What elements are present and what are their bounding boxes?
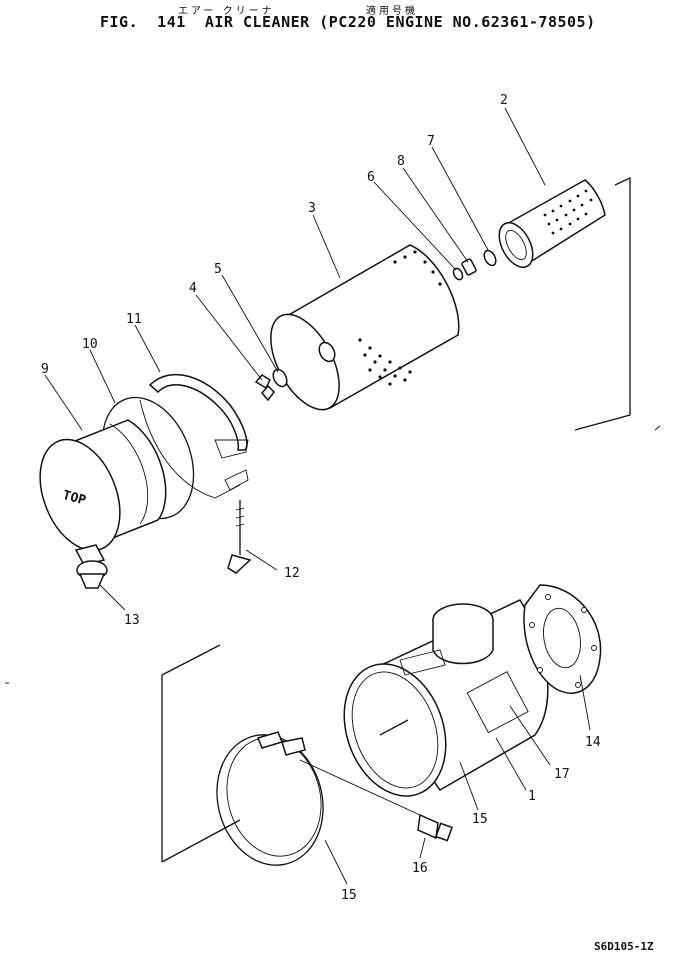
dust-cover [39,419,167,566]
primary-element [270,244,460,411]
bracket-line-lower-top [161,644,221,676]
callout-8: 8 [397,154,405,169]
callout-10: 10 [82,337,98,352]
callout-7: 7 [427,134,435,149]
rod-assembly [227,500,252,574]
figure-title: FIG. 141 AIR CLEANER (PC220 ENGINE NO.62… [100,13,596,31]
axis-line-bolt [299,759,421,816]
callout-2: 2 [500,93,508,108]
mounting-gasket [523,584,602,694]
edge-mark-right [654,425,661,431]
callout-4: 4 [189,281,197,296]
japanese-applicable-label: 適用号機 [366,6,418,17]
safety-element [498,179,606,268]
callout-12: 12 [284,566,300,581]
callout-15-body: 15 [472,812,488,827]
evacuator-valve [76,560,108,589]
air-cleaner-body [343,599,549,797]
callout-14: 14 [585,735,601,750]
callout-15-band: 15 [341,888,357,903]
bracket-line-upper [574,176,631,431]
callout-11: 11 [126,312,142,327]
callout-6: 6 [367,170,375,185]
drawing-code: S6D105-1Z [594,940,654,953]
lower-clamp-band [216,731,324,866]
callout-3: 3 [308,201,316,216]
callout-17: 17 [554,767,570,782]
callout-16: 16 [412,861,428,876]
washer-nut-group [452,249,497,281]
bracket-line-lower-bottom [161,819,241,863]
bolt [417,813,453,842]
callout-1: 1 [528,789,536,804]
top-label: TOP [61,488,88,509]
callout-5: 5 [214,262,222,277]
upper-clamp-band [139,373,249,499]
callout-13: 13 [124,613,140,628]
japanese-part-name: エアー クリーナ [178,6,275,17]
leader-lines [44,107,591,885]
callout-9: 9 [41,362,49,377]
